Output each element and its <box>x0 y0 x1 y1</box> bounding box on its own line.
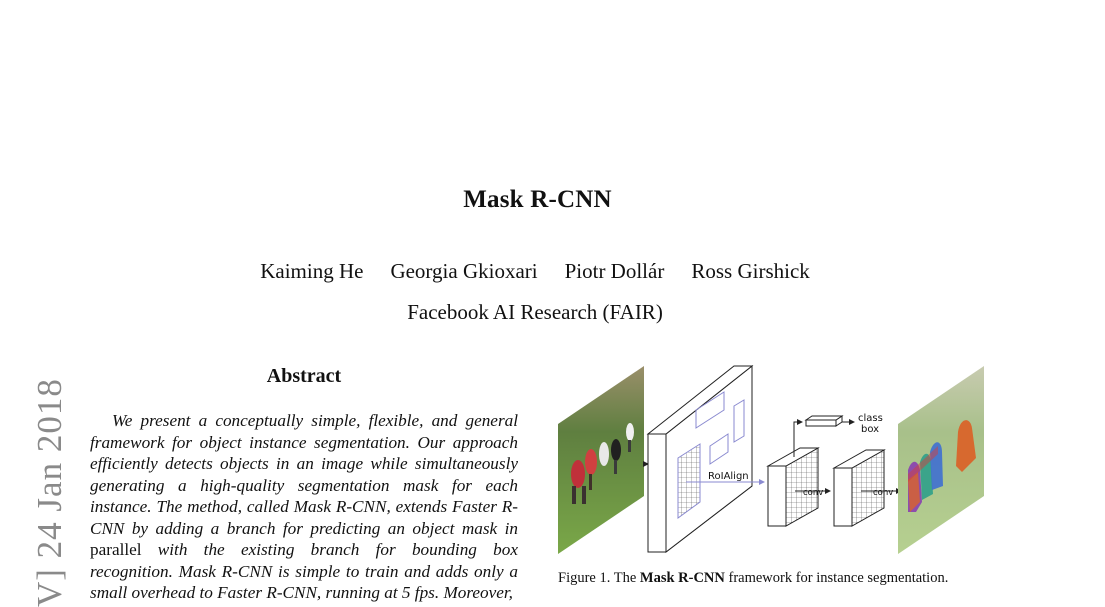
players-illustration <box>571 423 634 504</box>
instance-masks <box>908 420 976 512</box>
roi-feature-block <box>766 447 820 527</box>
author-name: Georgia Gkioxari <box>390 259 538 283</box>
caption-bold: Mask R-CNN <box>639 570 725 586</box>
input-image <box>558 366 649 554</box>
abstract-text-part: We present a conceptually simple, flexib… <box>90 411 518 538</box>
fc-layer <box>804 415 844 427</box>
roialign-label: RoIAlign <box>708 471 749 482</box>
affiliation: Facebook AI Research (FAIR) <box>407 300 663 324</box>
feature-map <box>646 364 754 554</box>
abstract-heading: Abstract <box>266 365 342 387</box>
caption-prefix: Figure 1. The <box>558 570 640 586</box>
arxiv-stamp: V] 24 Jan 2018 <box>30 378 69 607</box>
class-label: class <box>858 413 883 424</box>
box-label: box <box>861 424 879 435</box>
figure-1: RoIAlign conv conv class box <box>556 362 988 557</box>
mask-rcnn-diagram: RoIAlign conv conv class box <box>558 364 984 554</box>
output-image <box>898 366 984 554</box>
author-name: Piotr Dollár <box>564 259 665 283</box>
mask-head-block <box>832 449 886 527</box>
author-name: Ross Girshick <box>691 259 810 283</box>
author-name: Kaiming He <box>260 259 364 283</box>
box-branch-arrow <box>793 419 803 457</box>
abstract-text-upright: parallel <box>90 540 142 559</box>
author-list: Kaiming He Georgia Gkioxari Piotr Dollár… <box>0 259 1070 284</box>
abstract-text: We present a conceptually simple, flexib… <box>90 410 518 604</box>
figure-caption: Figure 1. The Mask R-CNN framework for i… <box>558 570 1018 587</box>
abstract-text-part: with the existing branch for bounding bo… <box>90 540 518 602</box>
conv-label-2: conv <box>873 488 893 498</box>
paper-title: Mask R-CNN <box>463 186 612 213</box>
conv-label-1: conv <box>803 488 823 498</box>
caption-suffix: framework for instance segmentation. <box>724 570 949 586</box>
